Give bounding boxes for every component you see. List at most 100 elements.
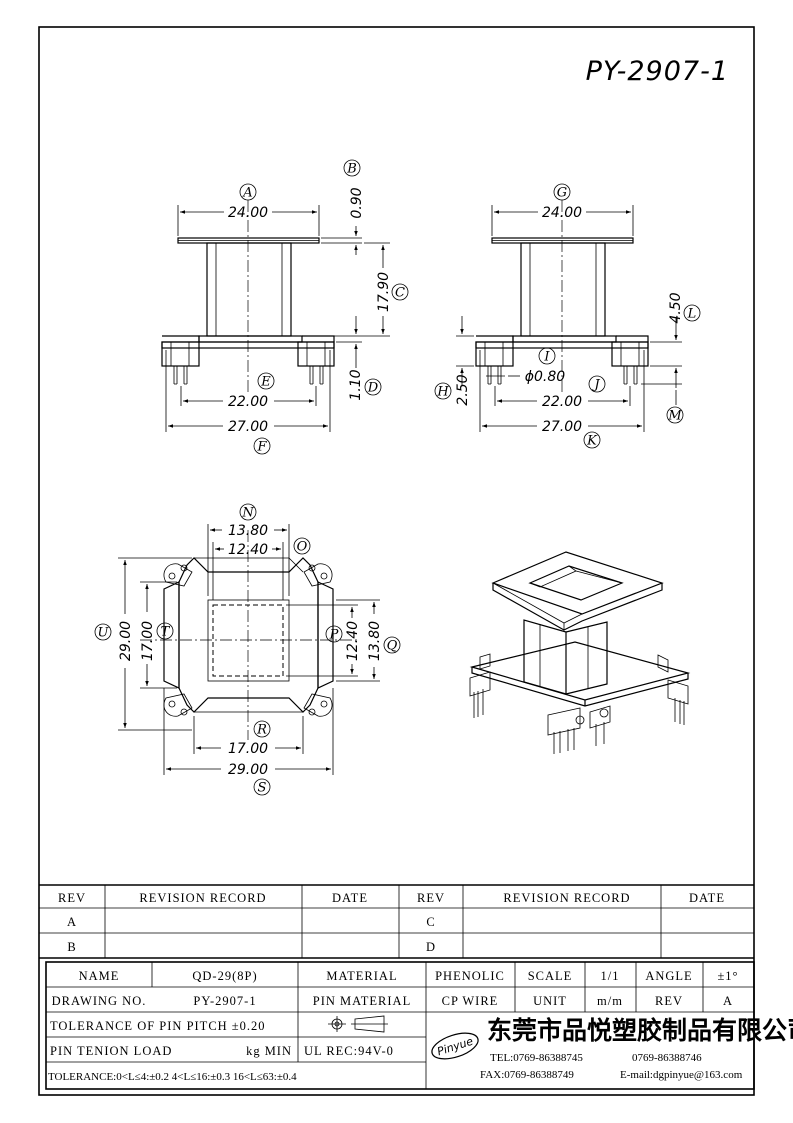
dim-q-value: 13.80 — [367, 621, 383, 661]
callout-a — [239, 183, 257, 201]
callout-l — [683, 304, 701, 322]
callout-q-letter: Q — [387, 639, 398, 654]
drawing-border — [38, 26, 755, 1096]
revision-record-header-1: REVISION RECORD — [139, 891, 266, 905]
revision-row-b: B — [67, 940, 76, 954]
callout-b — [343, 159, 361, 177]
dim-f-value: 27.00 — [228, 419, 268, 435]
callout-d — [364, 378, 382, 396]
callout-t — [156, 622, 174, 640]
callout-h — [434, 382, 452, 400]
front-view: 24.00 A 0.90 B 17.90 C 1.10 D 22.00 E — [161, 159, 409, 455]
revision-row-d: D — [426, 940, 436, 954]
logo-text: Pinyue — [436, 1035, 475, 1059]
tolerance-pin-pitch: TOLERANCE OF PIN PITCH ±0.20 — [50, 1019, 266, 1033]
angle-value: ±1° — [717, 969, 738, 983]
callout-m-letter: M — [667, 409, 682, 424]
dim-u-value: 29.00 — [118, 621, 134, 661]
callout-h-letter: H — [436, 385, 449, 400]
rev-header-1: REV — [58, 891, 86, 905]
callout-b-letter: B — [346, 162, 357, 177]
callout-m — [666, 406, 684, 424]
callout-c-letter: C — [395, 286, 405, 301]
drawing-title: PY-2907-1 — [586, 56, 729, 87]
dim-t-value: 17.00 — [140, 621, 156, 661]
rev-label: REV — [655, 994, 683, 1008]
company-name: 东莞市品悦塑胶制品有限公司 — [487, 1016, 793, 1045]
callout-k — [583, 431, 601, 449]
date-header-1: DATE — [332, 891, 368, 905]
pin-tension-unit: kg MIN — [246, 1044, 292, 1058]
callout-q — [383, 636, 401, 654]
title-block: NAME QD-29(8P) MATERIAL PHENOLIC SCALE 1… — [45, 961, 793, 1090]
dim-j-value: 22.00 — [542, 394, 582, 410]
projection-symbol-icon — [328, 1015, 388, 1033]
dim-a-value: 24.00 — [228, 205, 268, 221]
dim-k-value: 27.00 — [542, 419, 582, 435]
dim-l-value: 4.50 — [668, 292, 684, 323]
pin-material-value: CP WIRE — [442, 994, 499, 1008]
dim-p-value: 12.40 — [345, 621, 361, 661]
callout-l-letter: L — [687, 307, 697, 322]
dim-i-value: ϕ0.80 — [525, 369, 566, 385]
callout-g — [553, 183, 571, 201]
callout-g-letter: G — [557, 186, 567, 201]
company-tel-2: 0769-86388746 — [632, 1052, 702, 1064]
callout-t-letter: T — [161, 625, 171, 640]
callout-u-letter: U — [98, 626, 110, 641]
company-tel: TEL:0769-86388745 — [490, 1052, 583, 1064]
scale-value: 1/1 — [601, 969, 620, 983]
callout-u — [94, 623, 112, 641]
callout-p — [325, 625, 343, 643]
callout-i-letter: I — [543, 350, 550, 365]
company-fax: FAX:0769-86388749 — [480, 1069, 574, 1081]
callout-f-letter: F — [256, 440, 267, 455]
dim-h-value: 2.50 — [455, 374, 471, 405]
callout-s-letter: S — [258, 781, 267, 796]
callout-j — [588, 375, 606, 393]
callout-i — [538, 347, 556, 365]
pin-tension-label: PIN TENION LOAD — [50, 1044, 172, 1058]
top-view: 13.80 N 12.40 O 12.40 P 13.80 Q 17.00 — [94, 503, 401, 796]
callout-e-letter: E — [260, 375, 271, 390]
material-label: MATERIAL — [326, 969, 397, 983]
company-logo: Pinyue — [431, 1032, 479, 1060]
callout-n-letter: N — [241, 506, 254, 521]
rev-value: A — [723, 994, 733, 1008]
callout-k-letter: K — [586, 434, 598, 449]
revision-row-c: C — [426, 915, 435, 929]
drawing-no-label: DRAWING NO. — [52, 994, 147, 1008]
dim-o-value: 12.40 — [228, 542, 268, 558]
unit-label: UNIT — [533, 994, 567, 1008]
name-value: QD-29(8P) — [192, 969, 257, 983]
callout-o — [293, 537, 311, 555]
callout-p-letter: P — [329, 628, 339, 643]
dim-s-value: 29.00 — [228, 762, 268, 778]
angle-label: ANGLE — [645, 969, 692, 983]
callout-n — [239, 503, 257, 521]
callout-o-letter: O — [297, 540, 308, 555]
pin-material-label: PIN MATERIAL — [313, 994, 411, 1008]
isometric-terminals — [469, 653, 689, 754]
callout-a-letter: A — [242, 186, 252, 201]
revision-table: REV REVISION RECORD DATE REV REVISION RE… — [39, 884, 754, 959]
callout-j-letter: J — [591, 378, 600, 393]
dim-e-value: 22.00 — [228, 394, 268, 410]
callout-r — [253, 720, 271, 738]
drawing-no-value: PY-2907-1 — [193, 994, 256, 1008]
unit-value: m/m — [597, 994, 623, 1008]
tolerance-line: TOLERANCE:0<L≤4:±0.2 4<L≤16:±0.3 16<L≤63… — [48, 1071, 297, 1083]
revision-row-a: A — [67, 915, 77, 929]
dim-g-value: 24.00 — [542, 205, 582, 221]
ul-rec: UL REC:94V-0 — [304, 1044, 394, 1058]
isometric-view — [469, 551, 691, 754]
callout-s — [253, 778, 271, 796]
material-value: PHENOLIC — [435, 969, 505, 983]
revision-record-header-2: REVISION RECORD — [503, 891, 630, 905]
name-label: NAME — [79, 969, 120, 983]
date-header-2: DATE — [689, 891, 725, 905]
dim-r-value: 17.00 — [228, 741, 268, 757]
dim-b-value: 0.90 — [349, 187, 365, 218]
callout-f — [253, 437, 271, 455]
